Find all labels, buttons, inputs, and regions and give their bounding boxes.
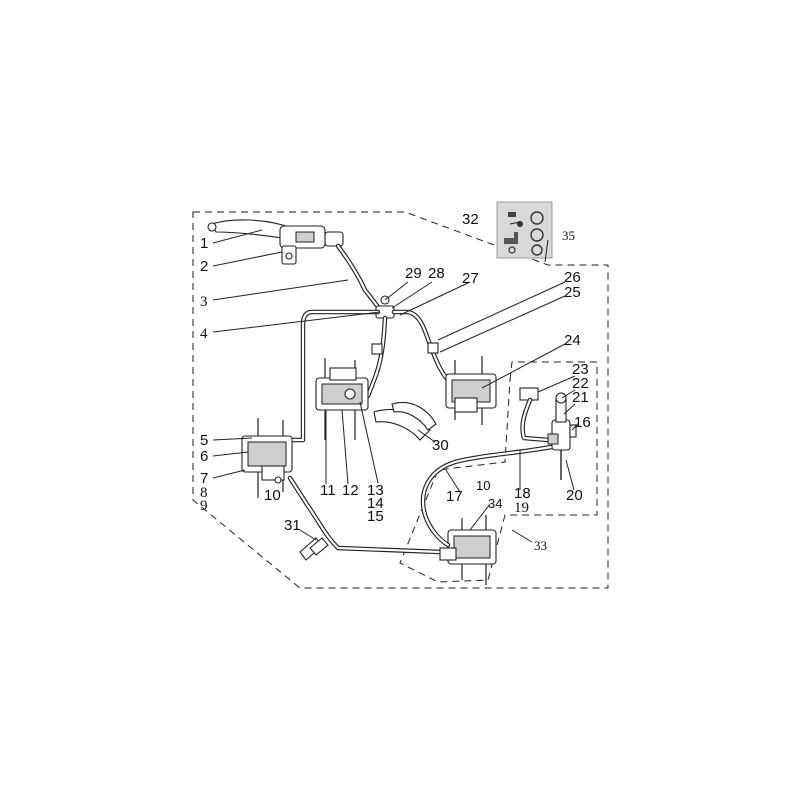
- callout-10-left: 10: [264, 487, 281, 504]
- caliper-rear: [439, 515, 497, 585]
- brake-hose-rear: [420, 443, 559, 548]
- assembly-boundary-33: [399, 361, 598, 583]
- callout-10-rear: 10: [476, 478, 490, 493]
- callout-34: 34: [488, 496, 502, 511]
- callout-28: 28: [428, 265, 445, 282]
- callout-1: 1: [200, 235, 208, 252]
- callout-33: 33: [534, 538, 547, 553]
- callout-25: 25: [564, 284, 581, 301]
- brake-line-rear: [287, 475, 443, 555]
- callout-7: 7: [200, 470, 208, 487]
- callout-31: 31: [284, 517, 301, 534]
- callout-15: 15: [367, 508, 384, 525]
- callout-35: 35: [562, 228, 575, 243]
- callout-6: 6: [200, 448, 208, 465]
- callout-labels: 1 2 3 4 5 6 7 8 9 10 11 12 13 14 15 16 1…: [200, 211, 591, 553]
- callout-26: 26: [564, 269, 581, 286]
- callout-12: 12: [342, 482, 359, 499]
- callout-30: 30: [432, 437, 449, 454]
- callout-27: 27: [462, 270, 479, 287]
- callout-29: 29: [405, 265, 422, 282]
- leader-lines: [212, 221, 579, 543]
- callout-3: 3: [200, 294, 208, 310]
- callout-5: 5: [200, 432, 208, 449]
- callout-14: 14: [367, 495, 384, 512]
- brake-line-left: [289, 309, 381, 443]
- callout-2: 2: [200, 258, 208, 275]
- callout-22: 22: [572, 375, 589, 392]
- callout-13: 13: [367, 482, 384, 499]
- callout-23: 23: [572, 361, 589, 378]
- assembly-boundary-35: [192, 211, 609, 589]
- callout-19: 19: [514, 500, 529, 516]
- brake-hose-main: [335, 243, 385, 315]
- hose-splitter: [375, 295, 395, 319]
- brake-lever-master-cylinder: [207, 219, 344, 265]
- caliper-center: [315, 358, 369, 440]
- callout-4: 4: [200, 326, 208, 342]
- callout-18: 18: [514, 485, 531, 502]
- callout-21: 21: [572, 389, 589, 406]
- callout-11: 11: [320, 482, 336, 499]
- brake-pads: [373, 402, 437, 441]
- callout-17: 17: [446, 488, 463, 505]
- callout-20: 20: [566, 487, 583, 504]
- caliper-right-front: [445, 356, 497, 425]
- callout-8: 8: [200, 485, 208, 501]
- callout-32: 32: [462, 211, 479, 228]
- rear-master-cylinder: [519, 387, 577, 480]
- brake-line-center: [365, 315, 388, 399]
- callout-24: 24: [564, 332, 581, 349]
- brake-line-right: [391, 309, 455, 388]
- callout-9: 9: [200, 498, 208, 514]
- repair-kit-photo: [496, 201, 553, 259]
- callout-16: 16: [574, 414, 591, 431]
- hose-clip-31: [299, 537, 329, 561]
- caliper-left-front: [241, 418, 293, 498]
